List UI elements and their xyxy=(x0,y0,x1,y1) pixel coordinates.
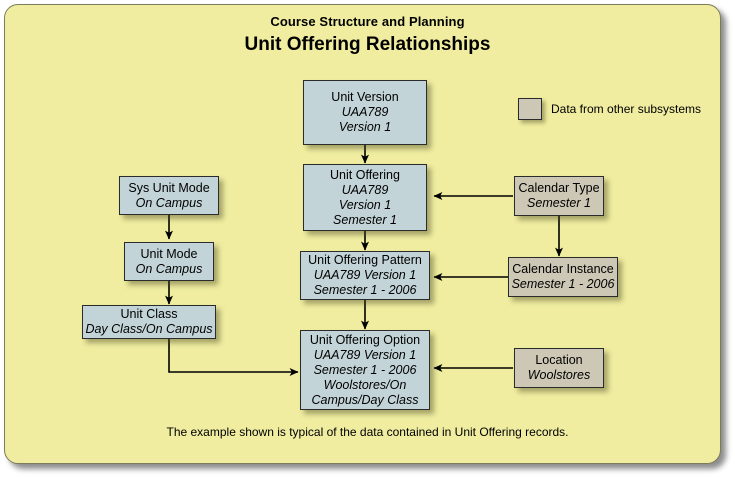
node-unit-version-line2: UAA789 xyxy=(341,105,389,119)
node-unit-offering-line4: Semester 1 xyxy=(333,212,397,227)
node-calendar-type-title: Calendar Type xyxy=(518,181,600,195)
diagram-subtitle: Course Structure and Planning xyxy=(270,14,465,29)
node-unit-mode[interactable]: Unit Mode On Campus xyxy=(124,242,214,281)
node-unit-offering-line3: Version 1 xyxy=(338,197,392,212)
legend-label-external: Data from other subsystems xyxy=(551,102,702,116)
node-sys-unit-mode-title: Sys Unit Mode xyxy=(128,180,210,195)
node-location-title: Location xyxy=(535,353,583,367)
node-unit-class-title: Unit Class xyxy=(120,307,178,321)
node-calendar-instance-title: Calendar Instance xyxy=(512,262,614,276)
node-unit-offering-pattern-line3: Semester 1 - 2006 xyxy=(313,283,417,297)
page-title: Unit Offering Relationships xyxy=(244,34,491,55)
connector-unit-class-to-option xyxy=(168,339,299,376)
node-calendar-type[interactable]: Calendar Type Semester 1 xyxy=(514,176,604,216)
node-unit-offering-option-line4: Woolstores/On xyxy=(323,377,407,392)
node-location[interactable]: Location Woolstores xyxy=(514,348,604,388)
node-unit-offering-option-title: Unit Offering Option xyxy=(309,332,421,347)
node-location-line2: Woolstores xyxy=(527,368,591,382)
node-unit-class-line2: Day Class/On Campus xyxy=(85,322,213,336)
node-unit-version[interactable]: Unit Version UAA789 Version 1 xyxy=(303,80,427,145)
node-unit-version-line3: Version 1 xyxy=(338,120,392,134)
node-unit-version-title: Unit Version xyxy=(331,90,399,104)
node-calendar-instance-line2: Semester 1 - 2006 xyxy=(511,277,615,291)
node-unit-offering-line2: UAA789 xyxy=(341,182,389,197)
node-unit-offering[interactable]: Unit Offering UAA789 Version 1 Semester … xyxy=(303,164,427,231)
diagram-footnote: The example shown is typical of the data… xyxy=(166,425,569,439)
node-unit-offering-pattern[interactable]: Unit Offering Pattern UAA789 Version 1 S… xyxy=(300,251,430,300)
node-unit-offering-option[interactable]: Unit Offering Option UAA789 Version 1 Se… xyxy=(300,330,430,410)
node-unit-mode-title: Unit Mode xyxy=(140,246,198,261)
node-unit-offering-option-line2: UAA789 Version 1 xyxy=(313,347,417,362)
node-calendar-type-line2: Semester 1 xyxy=(527,196,591,210)
node-unit-offering-option-line5: Campus/Day Class xyxy=(311,392,419,407)
node-sys-unit-mode[interactable]: Sys Unit Mode On Campus xyxy=(119,176,219,215)
node-unit-offering-title: Unit Offering xyxy=(330,167,400,182)
node-unit-mode-line2: On Campus xyxy=(135,261,203,276)
node-unit-offering-option-line3: Semester 1 - 2006 xyxy=(313,362,417,377)
node-calendar-instance[interactable]: Calendar Instance Semester 1 - 2006 xyxy=(508,257,618,297)
node-unit-offering-pattern-line2: UAA789 Version 1 xyxy=(313,268,417,282)
node-unit-class[interactable]: Unit Class Day Class/On Campus xyxy=(82,305,216,339)
node-unit-offering-pattern-title: Unit Offering Pattern xyxy=(308,253,422,267)
node-sys-unit-mode-line2: On Campus xyxy=(135,195,203,210)
legend-swatch-external xyxy=(518,98,542,120)
